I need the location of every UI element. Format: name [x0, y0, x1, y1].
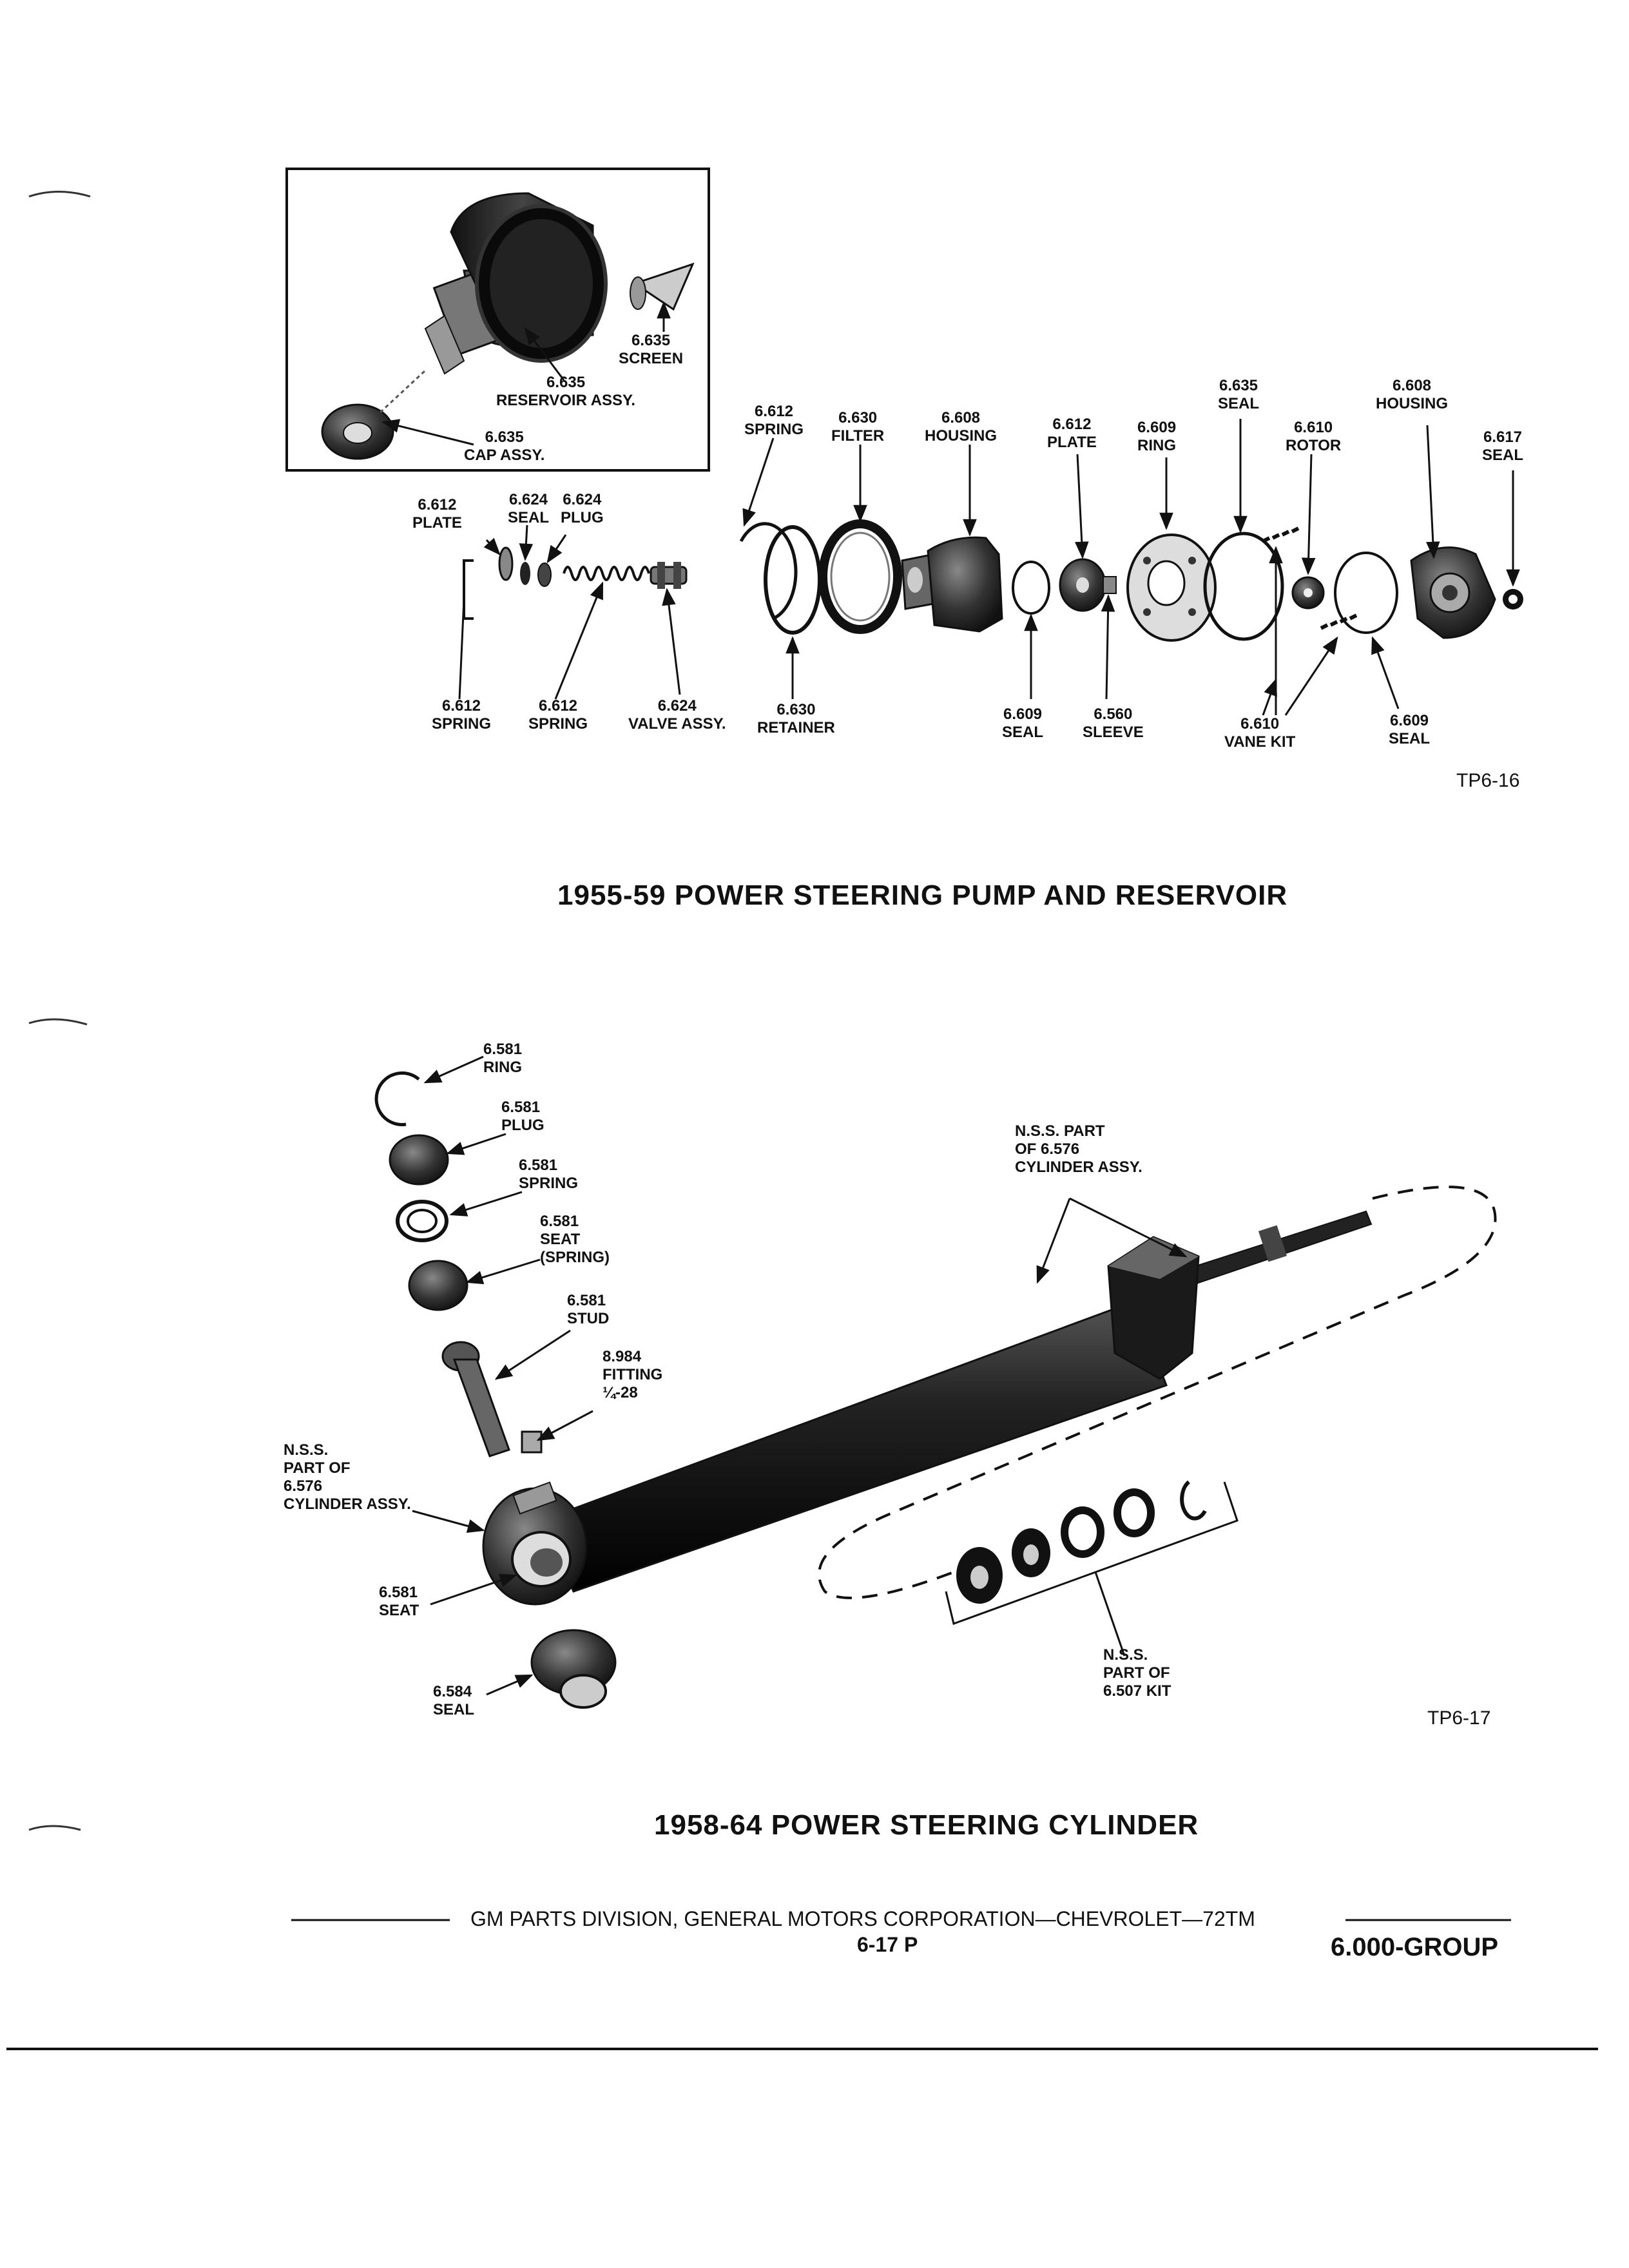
plug-581-part	[389, 1134, 449, 1186]
plate-part	[498, 546, 514, 581]
caption-power-steering-cylinder: 1958-64 POWER STEERING CYLINDER	[654, 1809, 1199, 1841]
plate-mid-part	[1059, 558, 1106, 612]
reservoir-assy-part	[424, 192, 608, 375]
ring-609-part	[1126, 533, 1217, 642]
cap-assy-part	[321, 369, 427, 460]
sleeve-part	[1103, 576, 1117, 594]
rotor-part	[1291, 576, 1325, 610]
retaining-ring-part	[374, 1072, 420, 1126]
filter-part	[818, 519, 902, 634]
caption-pump-reservoir: 1955-59 POWER STEERING PUMP AND RESERVOI…	[557, 879, 1288, 911]
power-steering-cylinder-part	[482, 1210, 1373, 1606]
housing-left-part	[901, 536, 1003, 633]
housing-right-part	[1410, 546, 1496, 639]
reservoir-inset-box	[285, 168, 710, 472]
retainer-ring-part	[764, 525, 822, 635]
vane-kit-part	[1262, 526, 1358, 630]
seal-617-part	[1503, 589, 1523, 610]
seal-609-part	[1012, 561, 1050, 615]
footer-page-number: 6-17 P	[857, 1933, 918, 1956]
kit-seals-part	[956, 1480, 1207, 1604]
footer-group: 6.000-GROUP	[1331, 1933, 1499, 1961]
seal-609b-part	[1334, 552, 1398, 634]
stud-part	[441, 1341, 510, 1457]
plug-part	[537, 562, 552, 587]
seal-584-part	[530, 1629, 617, 1709]
spring-581-part	[396, 1200, 448, 1242]
figure-id-tp6-17: TP6-17	[1427, 1707, 1491, 1729]
fitting-part	[521, 1430, 543, 1454]
seat-spring-part	[408, 1260, 468, 1311]
screen-part	[630, 262, 695, 311]
dashed-kit-loop	[818, 1186, 1497, 1599]
coil-spring-part	[563, 566, 650, 581]
footer-publisher: GM PARTS DIVISION, GENERAL MOTORS CORPOR…	[470, 1907, 1255, 1930]
seal-small-part	[520, 562, 530, 585]
spring-clip-part	[463, 559, 474, 620]
seal-635-part	[1203, 532, 1284, 641]
figure-id-tp6-16: TP6-16	[1456, 770, 1520, 791]
valve-assy-part	[650, 562, 688, 589]
